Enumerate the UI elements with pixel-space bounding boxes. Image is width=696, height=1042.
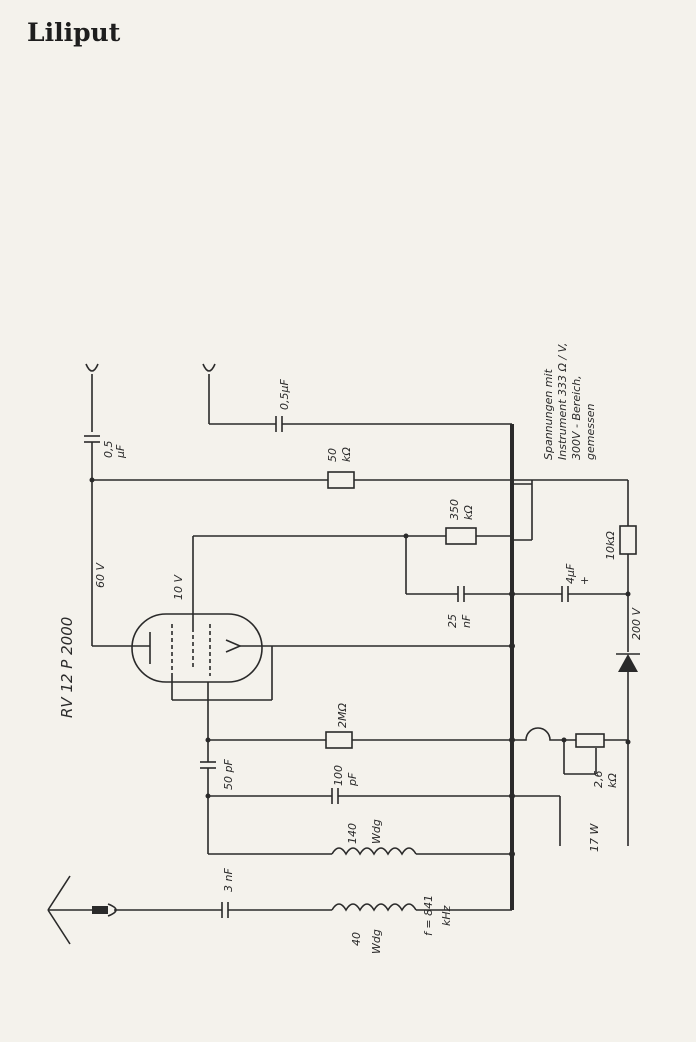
note-line-1: Spannungen mit <box>542 368 555 460</box>
antenna-socket-left <box>85 363 99 432</box>
potentiometer-2-6k <box>575 733 605 748</box>
label-l-40-1: 40 <box>350 932 363 946</box>
label-r-50k-1: 50 <box>326 448 339 462</box>
label-17w: 17 W <box>588 823 601 852</box>
tube-rv12p2000 <box>92 613 512 701</box>
label-r-350k-1: 350 <box>448 499 461 520</box>
label-r-26k-1: 2,6 <box>592 771 605 789</box>
aerial-symbol <box>47 875 117 945</box>
label-c-25nf-1: 25 <box>446 614 459 628</box>
label-c-100pf-2: pF <box>346 772 359 787</box>
label-freq-2: kHz <box>440 905 453 926</box>
label-r-50k-2: kΩ <box>340 447 353 462</box>
label-c-50pf: 50 pF <box>222 759 235 790</box>
label-200v: 200 V <box>630 607 643 640</box>
label-c-3nf: 3 nF <box>222 868 235 892</box>
resistor-50k <box>327 471 355 489</box>
label-c-05uf-left-1: 0,5 <box>102 441 115 459</box>
resistor-350k <box>445 527 477 545</box>
label-plus: + <box>580 574 589 587</box>
label-r-10k: 10kΩ <box>604 531 617 560</box>
capacitor-3nf <box>221 902 229 918</box>
note-line-4: gemessen <box>584 404 597 460</box>
resistor-10k <box>619 525 637 555</box>
label-60v: 60 V <box>94 562 107 588</box>
note-line-2: Instrument 333 Ω / V, <box>556 343 569 460</box>
capacitor-100pf <box>331 788 339 804</box>
note-line-3: 300V - Bereich, <box>570 375 583 460</box>
label-freq-1: f = 841 <box>422 895 435 936</box>
coil-140-wdg <box>331 847 417 856</box>
capacitor-0-5uf-top <box>275 416 283 432</box>
capacitor-50pf <box>200 761 216 769</box>
label-r-2m: 2MΩ <box>336 703 349 728</box>
label-tube: RV 12 P 2000 <box>58 617 76 718</box>
page-title: Liliput <box>27 18 121 47</box>
label-10v: 10 V <box>172 574 185 600</box>
resistor-2m <box>325 731 353 749</box>
label-c-25nf-2: nF <box>460 614 473 628</box>
label-r-26k-2: kΩ <box>606 773 619 788</box>
label-l-140-2: Wdg <box>370 819 383 844</box>
label-c-05uf-left-2: μF <box>114 444 127 459</box>
rectifier-diode <box>616 653 640 672</box>
antenna-socket-right <box>202 363 216 424</box>
label-l-140-1: 140 <box>346 823 359 844</box>
coil-40-wdg <box>331 903 417 912</box>
label-c-4uf: 4μF <box>564 563 577 584</box>
capacitor-4uf <box>561 586 569 602</box>
capacitor-25nf <box>457 586 465 602</box>
measurement-note: Spannungen mit Instrument 333 Ω / V, 300… <box>542 343 597 460</box>
label-r-350k-2: kΩ <box>462 505 475 520</box>
label-c-05uf-top: 0,5μF <box>278 379 291 410</box>
label-c-100pf-1: 100 <box>332 765 345 786</box>
label-l-40-2: Wdg <box>370 929 383 954</box>
capacitor-0-5uf-left <box>84 435 100 443</box>
